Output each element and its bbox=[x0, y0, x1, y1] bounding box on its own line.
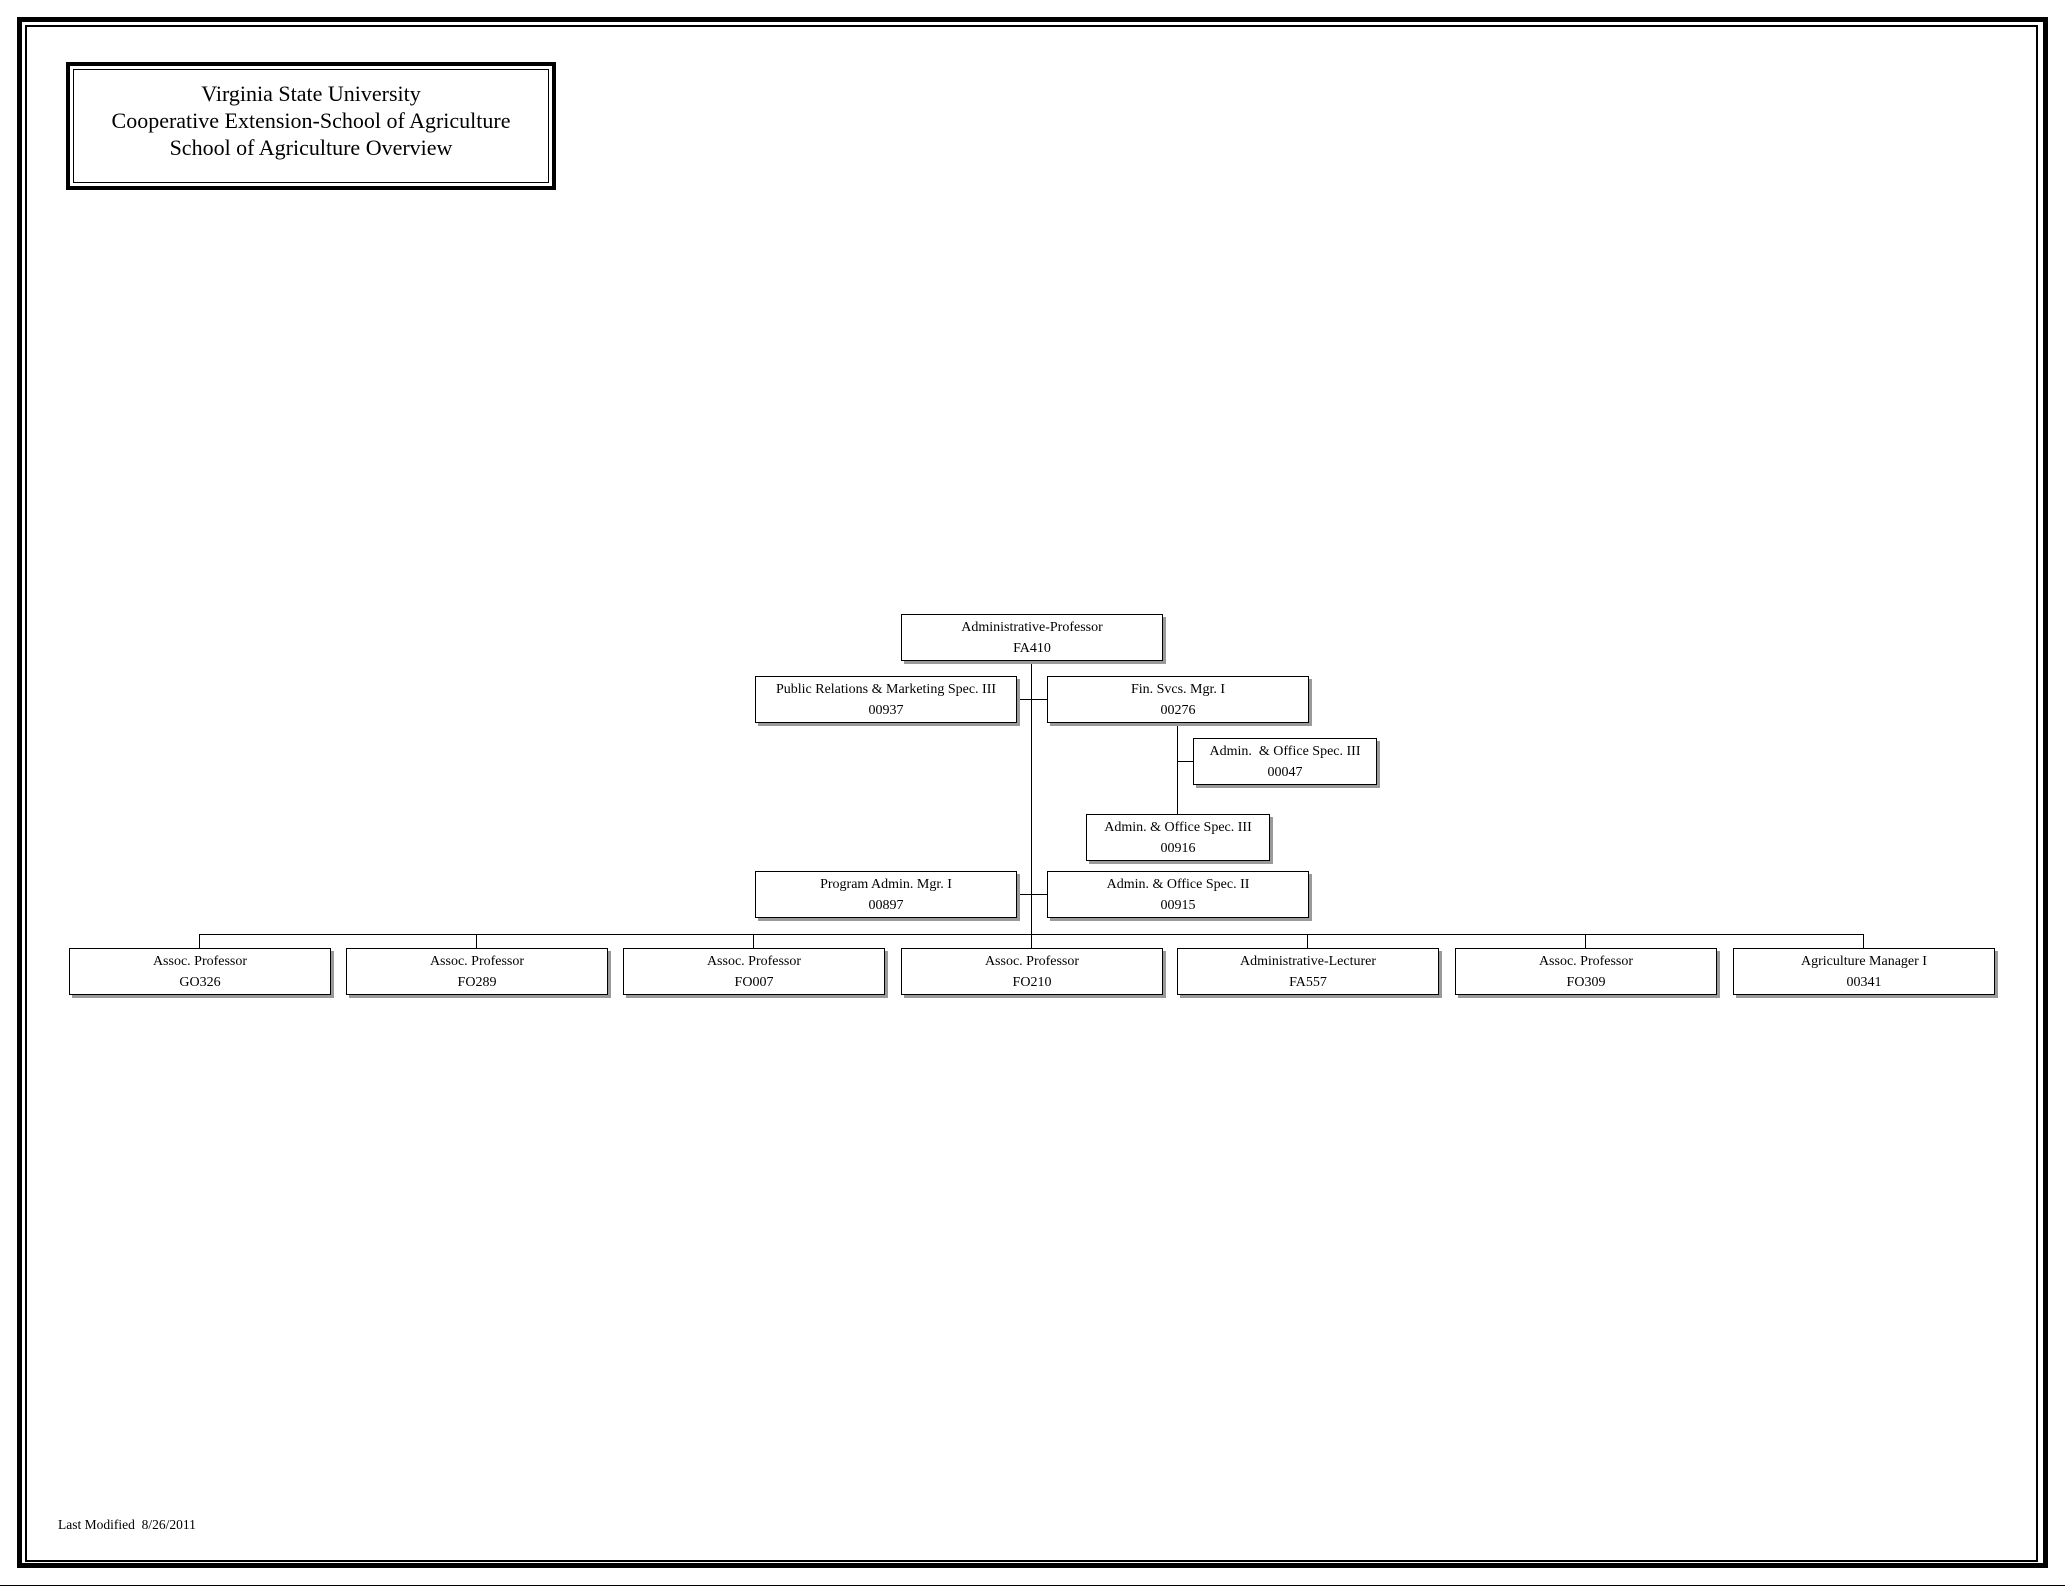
connector-trunk bbox=[1031, 660, 1032, 934]
org-node-staff[interactable]: Fin. Svcs. Mgr. I 00276 bbox=[1047, 676, 1309, 723]
title-university: Virginia State University bbox=[201, 81, 421, 106]
node-title: Assoc. Professor bbox=[706, 953, 802, 969]
node-title: Admin. & Office Spec. III bbox=[1209, 743, 1361, 759]
org-node-report[interactable]: Assoc. Professor FO210 bbox=[901, 948, 1163, 995]
connector-fin-sub bbox=[1177, 723, 1178, 814]
page-border-inner bbox=[25, 25, 2038, 1562]
connector-drop bbox=[1863, 934, 1864, 948]
connector-staff-row1 bbox=[1017, 699, 1047, 700]
node-code: 00276 bbox=[1160, 702, 1196, 718]
title-department: Cooperative Extension-School of Agricult… bbox=[111, 108, 511, 133]
org-node-staff[interactable]: Program Admin. Mgr. I 00897 bbox=[755, 871, 1017, 918]
org-node-staff[interactable]: Admin. & Office Spec. III 00047 bbox=[1193, 738, 1377, 785]
node-title: Admin. & Office Spec. II bbox=[1106, 876, 1250, 892]
connector-fin-assistant bbox=[1177, 761, 1193, 762]
node-title: Administrative-Professor bbox=[961, 619, 1103, 635]
connector-drop bbox=[1031, 934, 1032, 948]
org-node-staff[interactable]: Admin. & Office Spec. III 00916 bbox=[1086, 814, 1270, 861]
title-chart-name: School of Agriculture Overview bbox=[169, 135, 453, 160]
node-title: Administrative-Lecturer bbox=[1239, 953, 1377, 969]
page-border-outer bbox=[17, 17, 2048, 1568]
node-title: Admin. & Office Spec. III bbox=[1104, 819, 1252, 835]
connector-drop bbox=[1585, 934, 1586, 948]
node-code: GO326 bbox=[179, 974, 221, 990]
node-code: 00047 bbox=[1267, 764, 1303, 780]
node-code: FA410 bbox=[1013, 640, 1051, 656]
node-code: FO007 bbox=[734, 974, 774, 990]
node-code: FA557 bbox=[1289, 974, 1327, 990]
node-code: FO309 bbox=[1566, 974, 1606, 990]
last-modified-label: Last Modified 8/26/2011 bbox=[58, 1517, 196, 1532]
org-node-report[interactable]: Agriculture Manager I 00341 bbox=[1733, 948, 1995, 995]
node-title: Fin. Svcs. Mgr. I bbox=[1130, 681, 1226, 697]
node-code: 00897 bbox=[868, 897, 904, 913]
node-code: 00916 bbox=[1160, 840, 1196, 856]
node-title: Program Admin. Mgr. I bbox=[820, 876, 952, 892]
org-node-report[interactable]: Assoc. Professor FO007 bbox=[623, 948, 885, 995]
org-node-report[interactable]: Assoc. Professor FO309 bbox=[1455, 948, 1717, 995]
node-code: FO289 bbox=[457, 974, 497, 990]
org-node-root[interactable]: Administrative-Professor FA410 bbox=[901, 614, 1163, 661]
org-node-report[interactable]: Assoc. Professor GO326 bbox=[69, 948, 331, 995]
connector-drop bbox=[753, 934, 754, 948]
org-node-report[interactable]: Assoc. Professor FO289 bbox=[346, 948, 608, 995]
page-edge bbox=[0, 1585, 2065, 1586]
connector-staff-row2 bbox=[1017, 894, 1047, 895]
node-title: Public Relations & Marketing Spec. III bbox=[775, 681, 997, 697]
node-title: Agriculture Manager I bbox=[1801, 953, 1927, 969]
node-code: 00915 bbox=[1160, 897, 1196, 913]
node-title: Assoc. Professor bbox=[429, 953, 525, 969]
connector-drop bbox=[476, 934, 477, 948]
node-title: Assoc. Professor bbox=[152, 953, 248, 969]
node-code: FO210 bbox=[1012, 974, 1052, 990]
node-title: Assoc. Professor bbox=[984, 953, 1080, 969]
node-code: 00341 bbox=[1846, 974, 1882, 990]
connector-drop bbox=[199, 934, 200, 948]
connector-drop bbox=[1307, 934, 1308, 948]
title-block: Virginia State University Cooperative Ex… bbox=[66, 62, 556, 190]
org-node-staff[interactable]: Public Relations & Marketing Spec. III 0… bbox=[755, 676, 1017, 723]
org-node-report[interactable]: Administrative-Lecturer FA557 bbox=[1177, 948, 1439, 995]
node-title: Assoc. Professor bbox=[1538, 953, 1634, 969]
node-code: 00937 bbox=[868, 702, 904, 718]
org-node-staff[interactable]: Admin. & Office Spec. II 00915 bbox=[1047, 871, 1309, 918]
